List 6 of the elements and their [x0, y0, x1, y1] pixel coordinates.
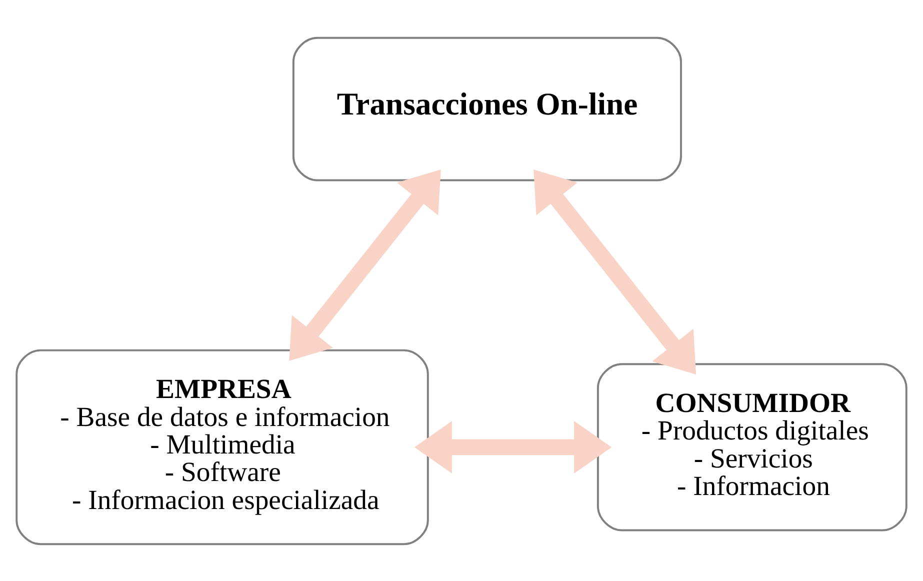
arrow: [534, 169, 696, 374]
node-box: Transacciones On-line: [292, 36, 682, 181]
arrow: [414, 420, 612, 473]
node-box: CONSUMIDOR - Productos digitales - Servicios - Informacion: [596, 362, 908, 531]
arrow: [289, 169, 441, 360]
node-box: EMPRESA - Base de datos e informacion - Multimedia - Software - Informacion especializada: [16, 348, 429, 545]
